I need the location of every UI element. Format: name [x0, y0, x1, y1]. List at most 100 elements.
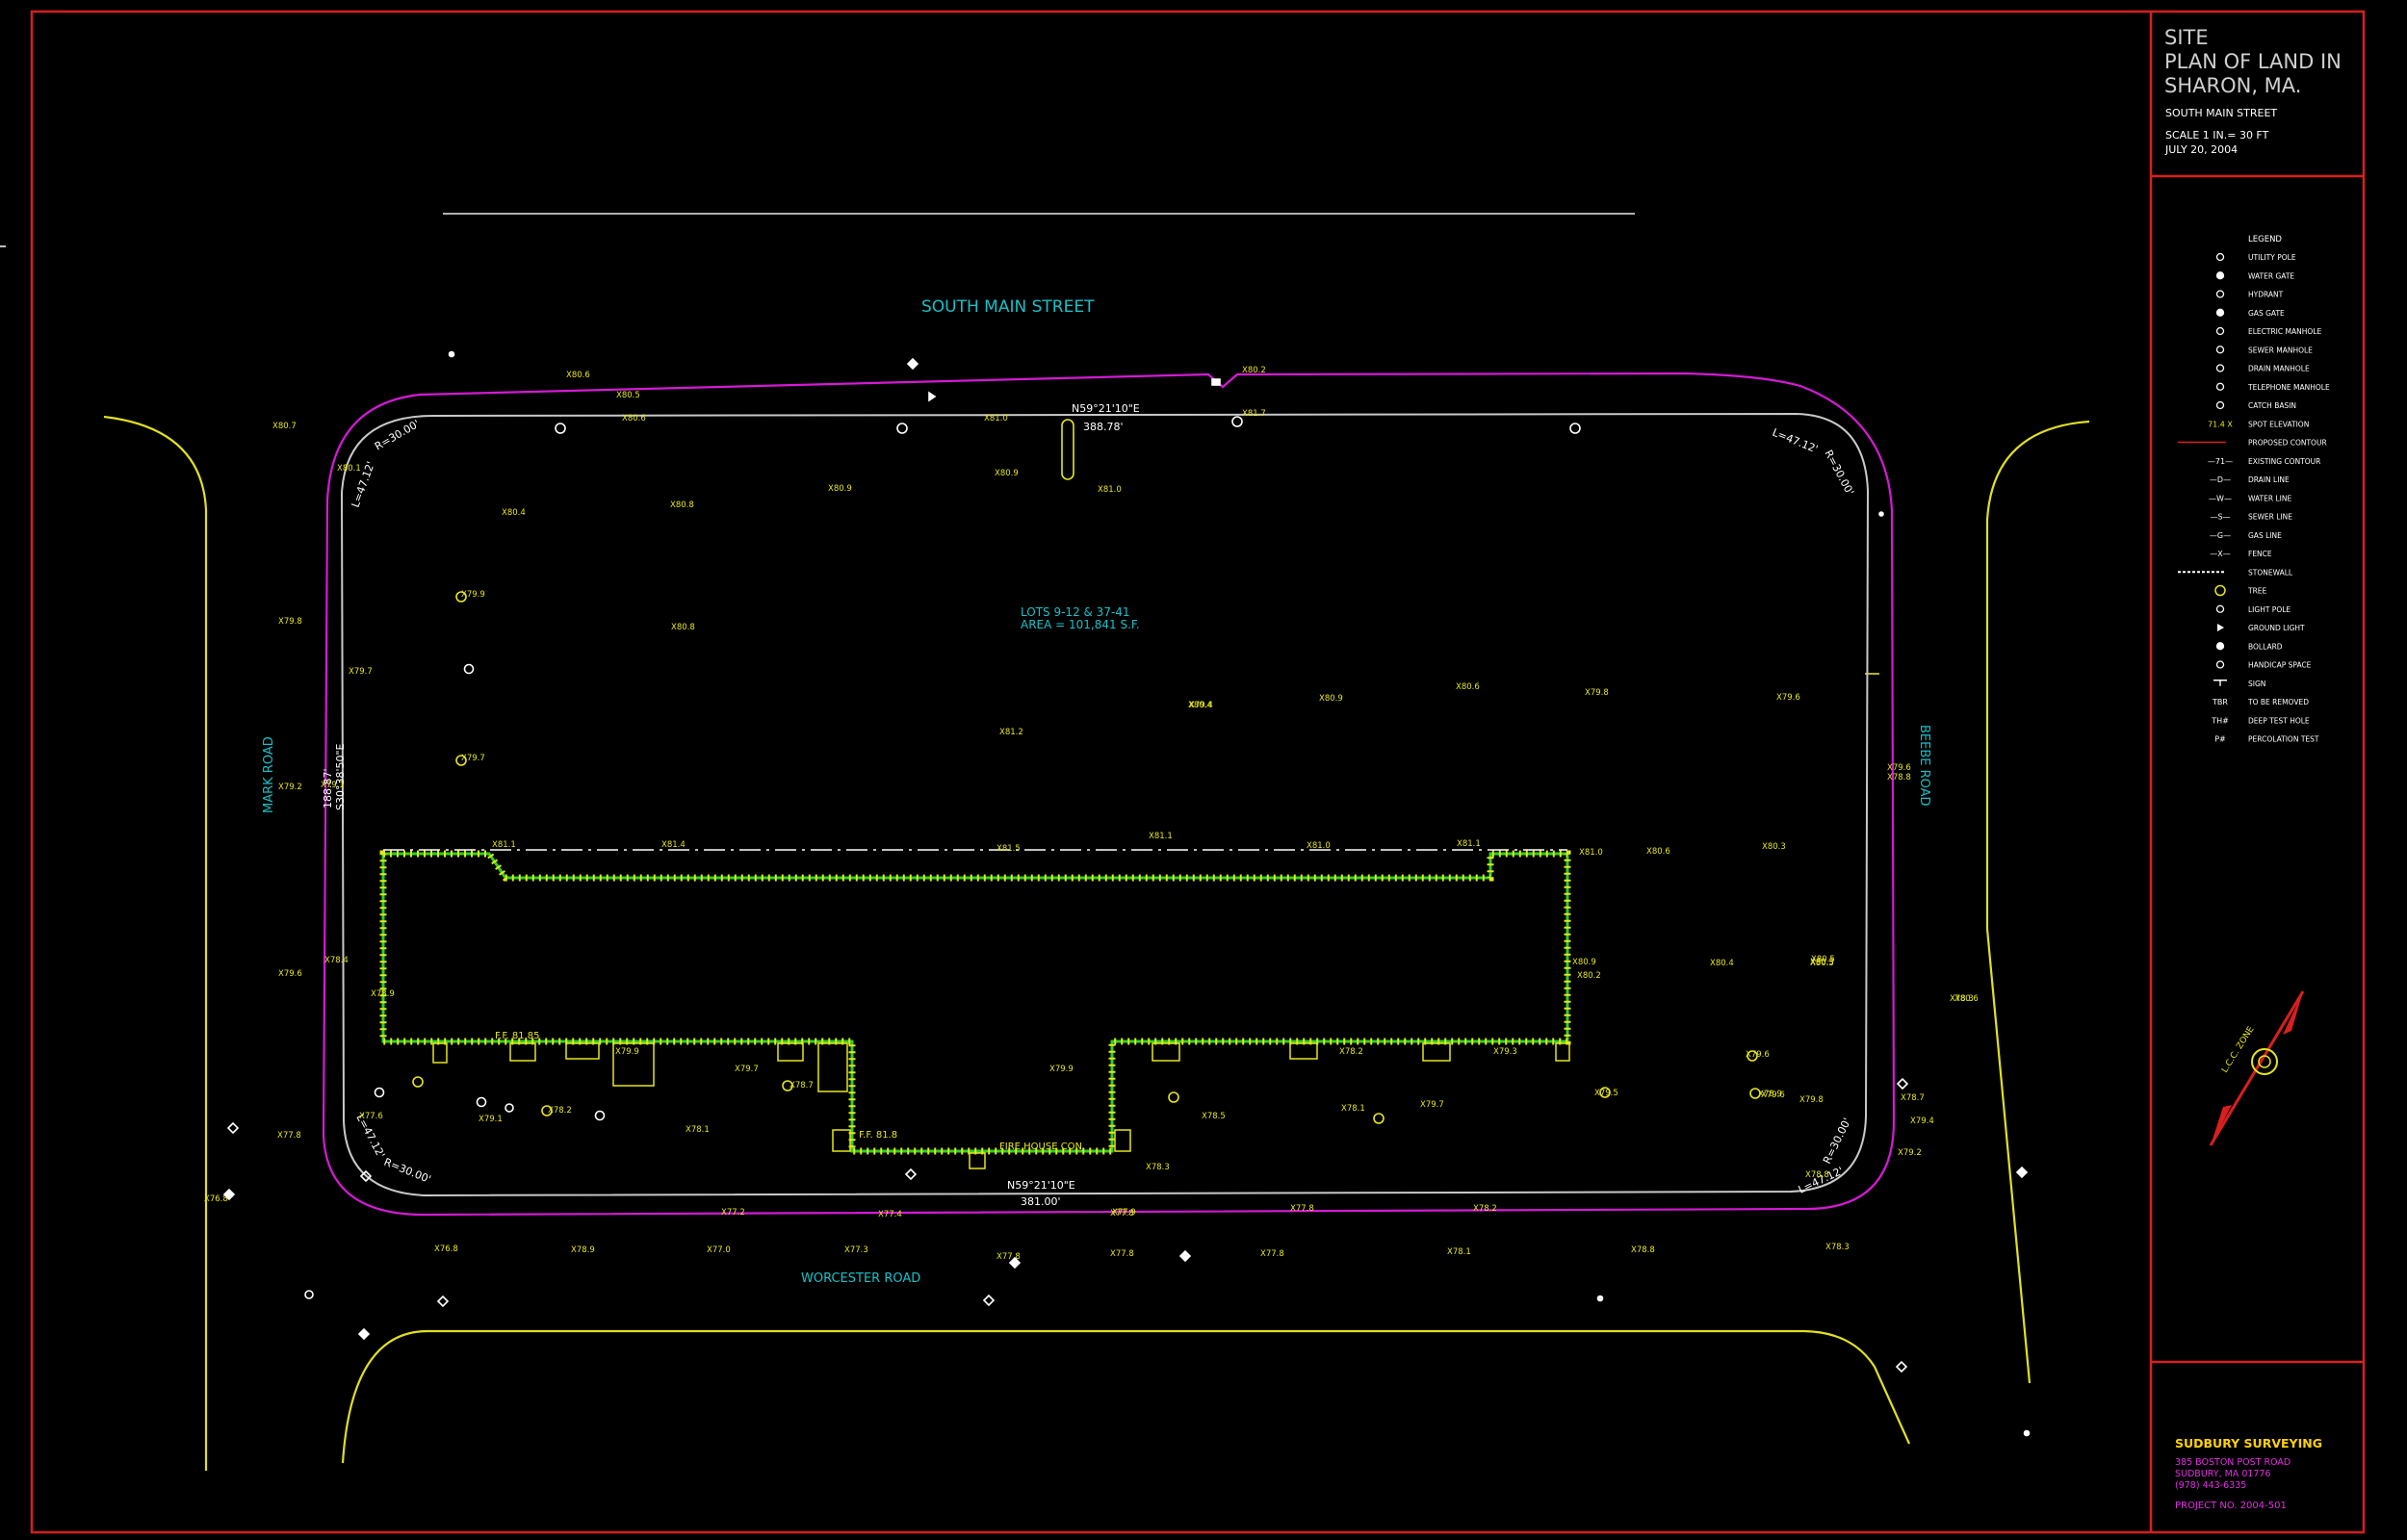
- electric-manhole-icon: [2215, 326, 2225, 336]
- entry-pad: [1555, 1042, 1570, 1062]
- legend-row: SIGN: [2213, 680, 2265, 688]
- ground-light-icon: [2217, 624, 2224, 631]
- legend-row: DRAIN MANHOLE: [2215, 364, 2310, 373]
- legend-label: SEWER LINE: [2248, 513, 2292, 522]
- spot-elevation-label: X80.9: [1572, 958, 1596, 967]
- company-phone: (978) 443-6335: [2175, 1480, 2246, 1491]
- spot-elevation-label: X79.8: [1585, 688, 1609, 698]
- title-line-3: SHARON, MA.: [2164, 74, 2301, 97]
- svg-text:TH#: TH#: [2211, 716, 2229, 725]
- title-scale: SCALE 1 IN.= 30 FT: [2165, 129, 2269, 141]
- legend-label: UTILITY POLE: [2248, 253, 2296, 262]
- legend-row: PROPOSED CONTOUR: [2178, 439, 2327, 448]
- hydrant-icon: [2023, 1429, 2031, 1437]
- spot-elevation-label: X78.9: [571, 1245, 595, 1255]
- fence-icon: —X—: [2210, 550, 2230, 558]
- entry-pad: [817, 1042, 848, 1092]
- legend-row: TH# DEEP TEST HOLE: [2211, 716, 2310, 725]
- spot-elevation-label: X81.4: [661, 840, 686, 850]
- spot-elevation-label: X78.3: [1146, 1163, 1170, 1172]
- spot-elevation-label: X77.2: [721, 1208, 745, 1218]
- spot-elevation-label: X78.7: [789, 1081, 814, 1091]
- spot-elevation-label: X80.6: [1954, 994, 1979, 1004]
- title-line-2: PLAN OF LAND IN: [2164, 50, 2342, 73]
- entry-pad: [565, 1042, 600, 1060]
- spot-elevation-label: X81.1: [1149, 832, 1173, 841]
- spot-elevation-label: X78.2: [1473, 1204, 1497, 1214]
- legend-label: GROUND LIGHT: [2248, 624, 2305, 632]
- spot-elevation-label: X81.5: [996, 844, 1021, 854]
- svg-text:P#: P#: [2214, 735, 2226, 744]
- legend-label: PROPOSED CONTOUR: [2248, 439, 2327, 448]
- company-name: SUDBURY SURVEYING: [2175, 1436, 2322, 1450]
- spot-elevation-label: X81.1: [492, 840, 516, 850]
- tree-icon: [594, 1110, 606, 1121]
- gas-line-icon: —G—: [2210, 531, 2231, 540]
- legend-row: STONEWALL: [2178, 568, 2293, 577]
- spot-elevation-label: X77.8: [1290, 1204, 1314, 1214]
- legend-row: —X—FENCE: [2210, 550, 2272, 558]
- company-address-1: 385 BOSTON POST ROAD: [2175, 1457, 2291, 1468]
- svg-text:—S—: —S—: [2210, 513, 2230, 522]
- legend-row: UTILITY POLE: [2215, 252, 2296, 262]
- hydrant-icon: [448, 350, 455, 358]
- utility-pole-icon: [1231, 416, 1243, 427]
- drain-line-icon: —D—: [2210, 475, 2231, 484]
- spot-elevation-label: X77.8: [996, 1252, 1021, 1262]
- spot-elevation-icon: 71.4 X: [2208, 420, 2233, 428]
- water-gate-icon: [357, 1327, 371, 1341]
- street-labels: SOUTH MAIN STREET WORCESTER ROAD MARK RO…: [262, 297, 1931, 1286]
- tree-icon: [1599, 1087, 1611, 1098]
- legend-label: WATER GATE: [2248, 271, 2294, 280]
- legend-label: DEEP TEST HOLE: [2248, 716, 2310, 725]
- utility-pole-icon: [896, 423, 908, 434]
- to-be-removed-icon: TBR: [2212, 698, 2228, 706]
- telephone-manhole-icon: [2215, 382, 2225, 391]
- title-date: JULY 20, 2004: [2164, 143, 2238, 156]
- legend-row: —S— SEWER LINE: [2210, 513, 2292, 522]
- legend-label: BOLLARD: [2248, 642, 2283, 651]
- legend-label: CATCH BASIN: [2248, 401, 2296, 410]
- spot-elevation-label: X79.7: [349, 667, 373, 677]
- bearing-top: N59°21'10"E: [1072, 402, 1140, 415]
- water-gate-icon: [1008, 1256, 1022, 1270]
- spot-elevation-label: X79.7: [735, 1065, 759, 1074]
- bearing-left: S30°38'50"E: [334, 743, 347, 810]
- legend-row: BOLLARD: [2215, 642, 2283, 651]
- spot-elevation-label: X77.0: [707, 1245, 731, 1255]
- deep-test-hole-icon: TH#: [2211, 716, 2229, 725]
- spot-elevation-label: X79.7: [461, 754, 485, 763]
- title-line-1: SITE: [2164, 26, 2209, 49]
- spot-elevation-label: X79.6: [278, 969, 302, 979]
- spot-elevations: X80.7X80.6X80.1X80.2X80.5X79.9X79.8X79.7…: [204, 366, 1979, 1262]
- legend-label: SPOT ELEVATION: [2248, 420, 2309, 428]
- tree-icon: [455, 755, 467, 766]
- legend-label: DRAIN LINE: [2248, 475, 2290, 484]
- distance-top: 388.78': [1083, 421, 1124, 433]
- water-line-icon: —W—: [2209, 494, 2232, 502]
- firehouse-label: FIRE HOUSE CON.: [999, 1142, 1085, 1152]
- legend-row: —D— DRAIN LINE: [2210, 475, 2290, 484]
- legend-label: HYDRANT: [2248, 291, 2284, 299]
- svg-text:—G—: —G—: [2210, 531, 2231, 540]
- spot-elevation-label: X80.4: [1188, 701, 1212, 710]
- gas-gate-icon: [2215, 308, 2225, 317]
- spot-elevation-label: X78.4: [324, 956, 349, 965]
- north-arrow-compass: [2251, 1048, 2278, 1075]
- spot-elevation-label: X81.1: [1457, 839, 1481, 849]
- gas-gate-icon: [436, 1295, 450, 1308]
- spot-elevation-label: X79.7: [1420, 1100, 1444, 1110]
- title-block-heading: SITE PLAN OF LAND IN SHARON, MA.: [2164, 26, 2342, 97]
- svg-text:—71—: —71—: [2208, 457, 2233, 466]
- spot-elevation-label: X78.1: [1447, 1247, 1471, 1257]
- tree-icon: [412, 1076, 424, 1088]
- legend-label: WATER LINE: [2248, 494, 2291, 502]
- entry-pad: [509, 1042, 536, 1062]
- legend-row: P#PERCOLATION TEST: [2214, 735, 2319, 744]
- bollard-icon: [1878, 511, 1884, 517]
- tree-icon: [2214, 584, 2226, 597]
- spot-elevation-label: X79.4: [1189, 701, 1213, 710]
- hydrant-icon: [1596, 1295, 1604, 1302]
- sewer-line-icon: —S—: [2210, 513, 2230, 522]
